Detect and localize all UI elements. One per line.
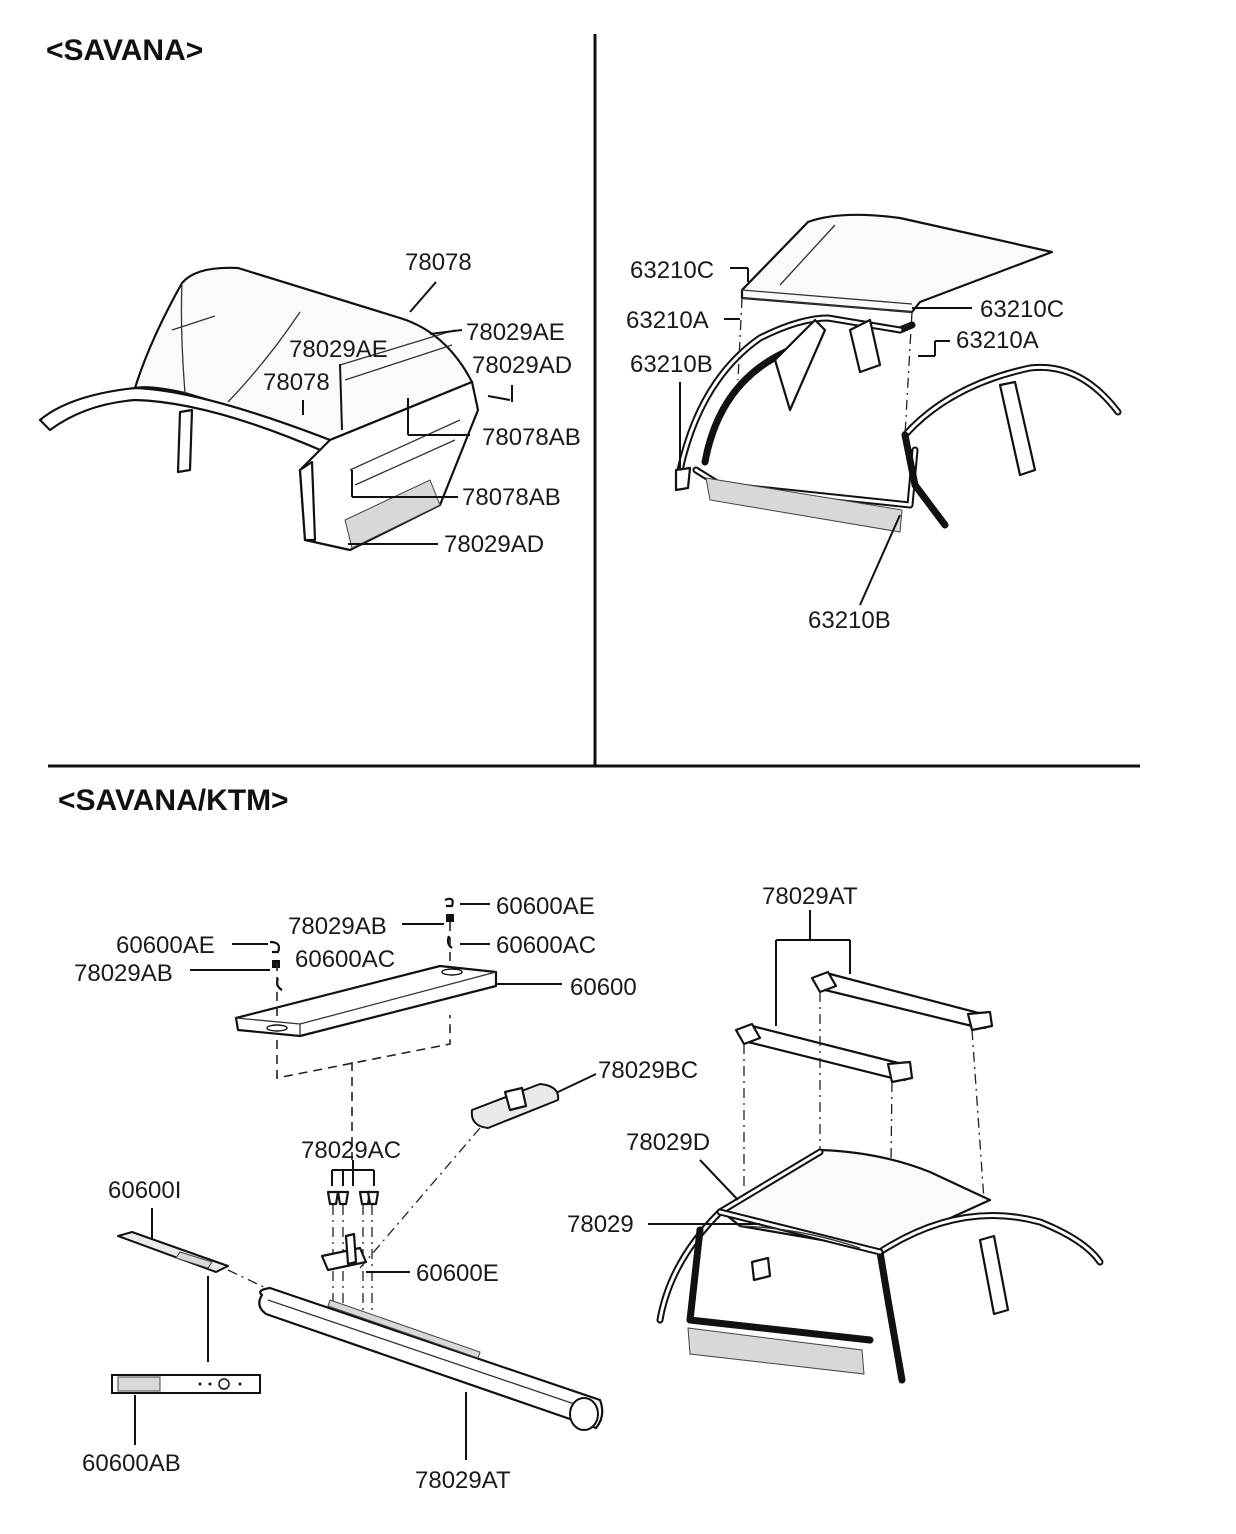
- rack-panel: [234, 964, 498, 1038]
- section-title-savana: <SAVANA>: [46, 34, 203, 67]
- callout-60600I: 60600I: [108, 1177, 181, 1204]
- callout-78029AD-lower: 78029AD: [444, 531, 544, 558]
- callout-78078AB-lower: 78078AB: [462, 484, 561, 511]
- savana-right-leaders: [679, 267, 972, 606]
- callout-60600: 60600: [570, 974, 637, 1001]
- callout-60600E: 60600E: [416, 1260, 499, 1287]
- callout-78029AC: 78029AC: [301, 1137, 401, 1164]
- callout-60600AC-mid: 60600AC: [295, 946, 395, 973]
- callout-63210A-left: 63210A: [626, 307, 709, 334]
- callout-60600AC-right: 60600AC: [496, 932, 596, 959]
- callout-60600AB: 60600AB: [82, 1450, 181, 1477]
- rail-78029AT: [258, 1286, 604, 1431]
- savana-seal-assembly: [674, 213, 1122, 533]
- callout-78029AB-top: 78029AB: [288, 913, 387, 940]
- rack-panel-60600: [234, 897, 498, 1160]
- callout-60600AE-right: 60600AE: [496, 893, 595, 920]
- bolts-78029AC: [320, 1165, 380, 1310]
- savana-left-leaders: [302, 281, 513, 545]
- callout-78029AE-left: 78029AE: [289, 336, 388, 363]
- callout-63210B-bottom: 63210B: [808, 607, 891, 634]
- clip-78029BC: [359, 1083, 560, 1269]
- ktm-leaders: [134, 903, 851, 1460]
- callout-63210C-left: 63210C: [630, 257, 714, 284]
- callout-78078AB-upper: 78078AB: [482, 424, 581, 451]
- strip-60600I: [117, 1231, 271, 1362]
- callout-78029AT-top: 78029AT: [762, 883, 858, 910]
- callout-63210C-right: 63210C: [980, 296, 1064, 323]
- savana-roof-assembly: [38, 266, 480, 552]
- cross-bars: [734, 970, 994, 1241]
- callout-78029AB-left: 78029AB: [74, 960, 173, 987]
- roof-frame-78029: [656, 1148, 1104, 1384]
- callout-78029D: 78029D: [626, 1129, 710, 1156]
- callout-63210A-right: 63210A: [956, 327, 1039, 354]
- callout-78029BC: 78029BC: [598, 1057, 698, 1084]
- callout-78029AD-upper: 78029AD: [472, 352, 572, 379]
- callout-78029AE-right: 78029AE: [466, 319, 565, 346]
- callout-60600AE-left: 60600AE: [116, 932, 215, 959]
- long-rail: [258, 1286, 604, 1430]
- callout-63210B-left: 63210B: [630, 351, 713, 378]
- section-title-savana-ktm: <SAVANA/KTM>: [58, 784, 289, 817]
- callout-78078-top: 78078: [405, 249, 472, 276]
- callout-78029AT-bottom: 78029AT: [415, 1467, 511, 1494]
- callout-78029: 78029: [567, 1211, 634, 1238]
- callout-78078-mid: 78078: [263, 369, 330, 396]
- plate-60600AB: [111, 1374, 261, 1394]
- roof-panel-exploded: [740, 213, 1054, 314]
